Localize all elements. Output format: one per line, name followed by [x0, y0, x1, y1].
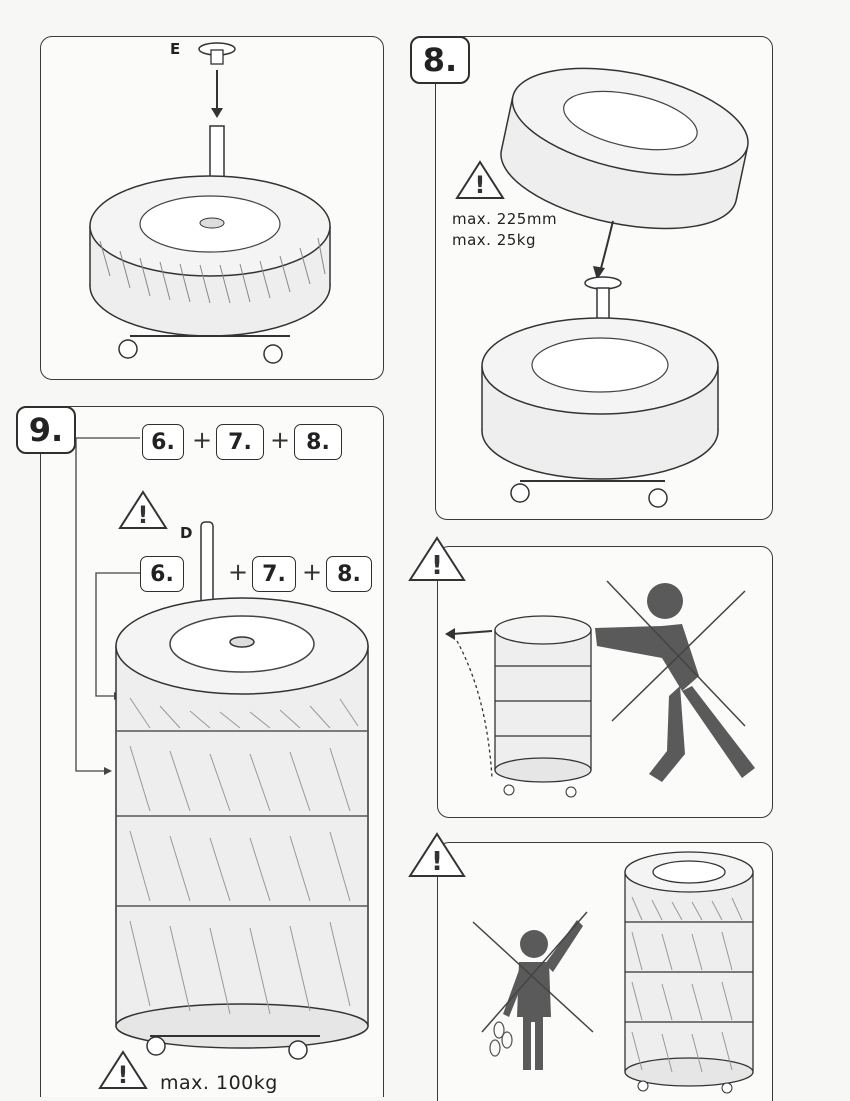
step9-warning-icon: ! — [118, 490, 168, 529]
part-d-label: D — [180, 524, 193, 542]
step9-number: 9. — [16, 406, 76, 454]
step9-illustration — [75, 437, 369, 1060]
row2-box-6: 6. — [140, 556, 184, 592]
row1-box-6: 6. — [142, 424, 184, 460]
row1-plus-2: + — [270, 426, 291, 454]
warning-no-push-icon: ! — [408, 536, 466, 581]
svg-text:!: ! — [475, 171, 486, 199]
no-climb-illustration — [472, 851, 754, 1094]
row2-box-8: 8. — [326, 556, 372, 592]
part-e-label: E — [170, 40, 181, 58]
row2-plus-2: + — [302, 558, 323, 586]
step7-illustration — [89, 42, 331, 364]
no-push-illustration — [445, 580, 755, 798]
step8-illustration — [481, 67, 749, 508]
svg-text:!: ! — [138, 501, 149, 529]
row1-plus-1: + — [192, 426, 213, 454]
warning-no-push-panel — [437, 546, 773, 818]
svg-text:!: ! — [431, 551, 443, 581]
row2-box-7: 7. — [252, 556, 296, 592]
step8-warning-icon: ! — [455, 160, 505, 199]
row1-box-7: 7. — [216, 424, 264, 460]
step8-number: 8. — [410, 36, 470, 84]
row2-plus-1: + — [228, 558, 249, 586]
max-load-text: max. 100kg — [160, 1072, 278, 1094]
max-load-warning-icon: ! — [98, 1050, 148, 1089]
warning-no-climb-icon: ! — [408, 832, 466, 877]
step8-max-weight: max. 25kg — [452, 231, 537, 249]
row1-box-8: 8. — [294, 424, 342, 460]
step8-max-height: max. 225mm — [452, 210, 558, 228]
svg-text:!: ! — [431, 847, 443, 877]
svg-text:!: ! — [118, 1061, 129, 1089]
